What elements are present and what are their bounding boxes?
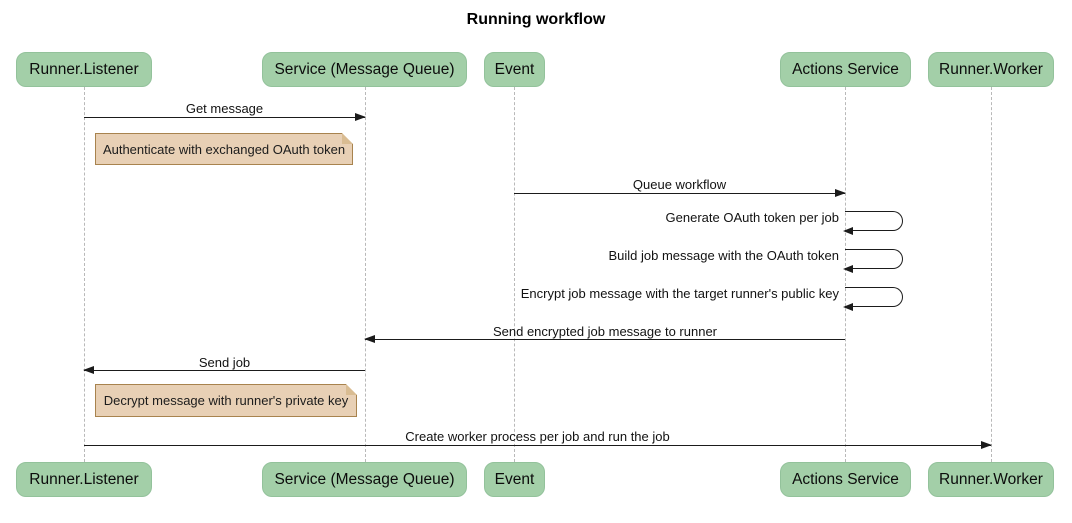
message-send-encrypted-label: Send encrypted job message to runner xyxy=(492,324,718,339)
lifeline-service-message-queue xyxy=(365,87,366,462)
message-generate-oauth-token-self-arrow xyxy=(843,211,903,235)
diagram-title: Running workflow xyxy=(466,11,606,28)
participant-event-top: Event xyxy=(484,52,545,87)
message-build-job-message-label: Build job message with the OAuth token xyxy=(608,248,839,263)
participant-actions-service-top: Actions Service xyxy=(780,52,911,87)
message-queue-workflow-arrow xyxy=(514,189,846,197)
message-queue-workflow-label: Queue workflow xyxy=(632,177,727,192)
message-generate-oauth-token-label: Generate OAuth token per job xyxy=(665,210,839,225)
note-decrypt-message: Decrypt message with runner's private ke… xyxy=(95,384,357,417)
participant-service-message-queue-top: Service (Message Queue) xyxy=(262,52,467,87)
lifeline-runner-listener xyxy=(84,87,85,462)
lifeline-actions-service xyxy=(845,87,846,462)
note-fold-icon xyxy=(342,133,353,144)
message-build-job-message-self-arrow xyxy=(843,249,903,273)
participant-runner-listener-bottom: Runner.Listener xyxy=(16,462,152,497)
participant-service-message-queue-bottom: Service (Message Queue) xyxy=(262,462,467,497)
message-create-worker-label: Create worker process per job and run th… xyxy=(405,429,670,444)
message-send-job-label: Send job xyxy=(198,355,251,370)
participant-runner-worker-bottom: Runner.Worker xyxy=(928,462,1054,497)
participant-runner-listener-top: Runner.Listener xyxy=(16,52,152,87)
note-fold-icon xyxy=(346,384,357,395)
message-get-message-arrow xyxy=(84,113,366,121)
message-send-job-arrow xyxy=(83,366,365,374)
message-encrypt-job-message-self-arrow xyxy=(843,287,903,311)
participant-runner-worker-top: Runner.Worker xyxy=(928,52,1054,87)
note-authenticate-oauth: Authenticate with exchanged OAuth token xyxy=(95,133,353,165)
note-authenticate-oauth-label: Authenticate with exchanged OAuth token xyxy=(102,141,346,157)
message-get-message-label: Get message xyxy=(185,101,264,116)
lifeline-event xyxy=(514,87,515,462)
message-create-worker-arrow xyxy=(84,441,992,449)
participant-event-bottom: Event xyxy=(484,462,545,497)
message-encrypt-job-message-label: Encrypt job message with the target runn… xyxy=(520,286,839,301)
lifeline-runner-worker xyxy=(991,87,992,462)
participant-actions-service-bottom: Actions Service xyxy=(780,462,911,497)
note-decrypt-message-label: Decrypt message with runner's private ke… xyxy=(103,393,349,408)
message-send-encrypted-arrow xyxy=(364,335,845,343)
